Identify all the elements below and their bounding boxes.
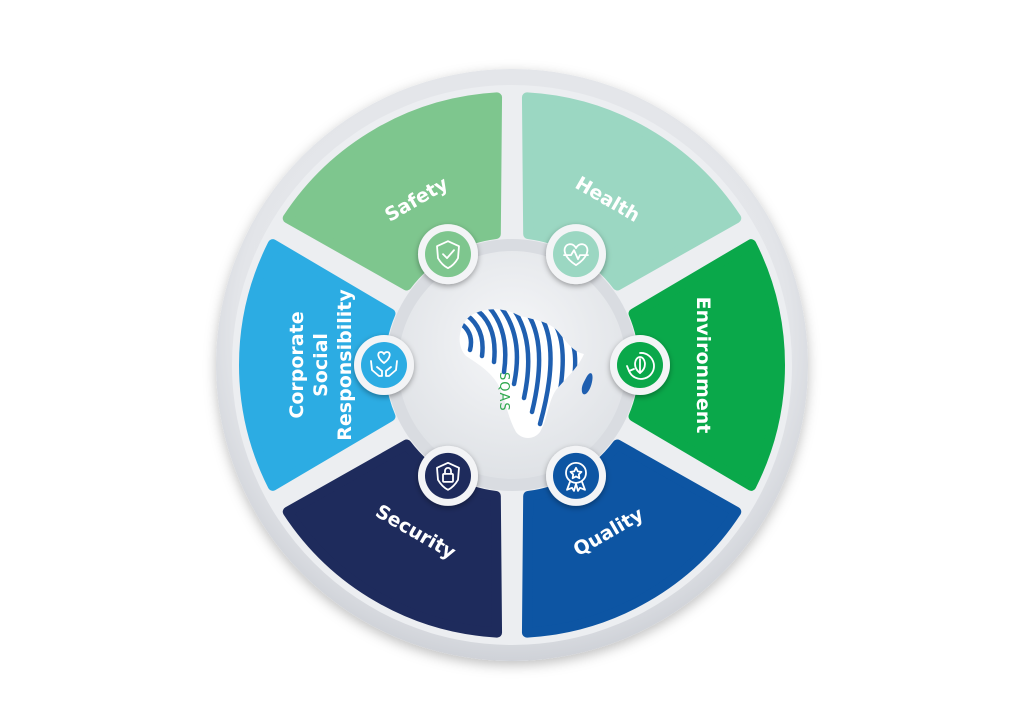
label-environment: Environment — [692, 297, 714, 434]
leaf-recycle-icon — [610, 335, 670, 395]
hands-heart-icon — [354, 335, 414, 395]
africa-zebra-map-logo: SQAS — [459, 309, 593, 438]
sqas-brand-text: SQAS — [496, 372, 511, 412]
icons-group — [354, 224, 670, 506]
award-badge-icon — [546, 445, 606, 506]
heart-pulse-icon — [546, 224, 606, 285]
shield-lock-icon — [418, 445, 478, 506]
shield-check-icon — [418, 224, 478, 285]
